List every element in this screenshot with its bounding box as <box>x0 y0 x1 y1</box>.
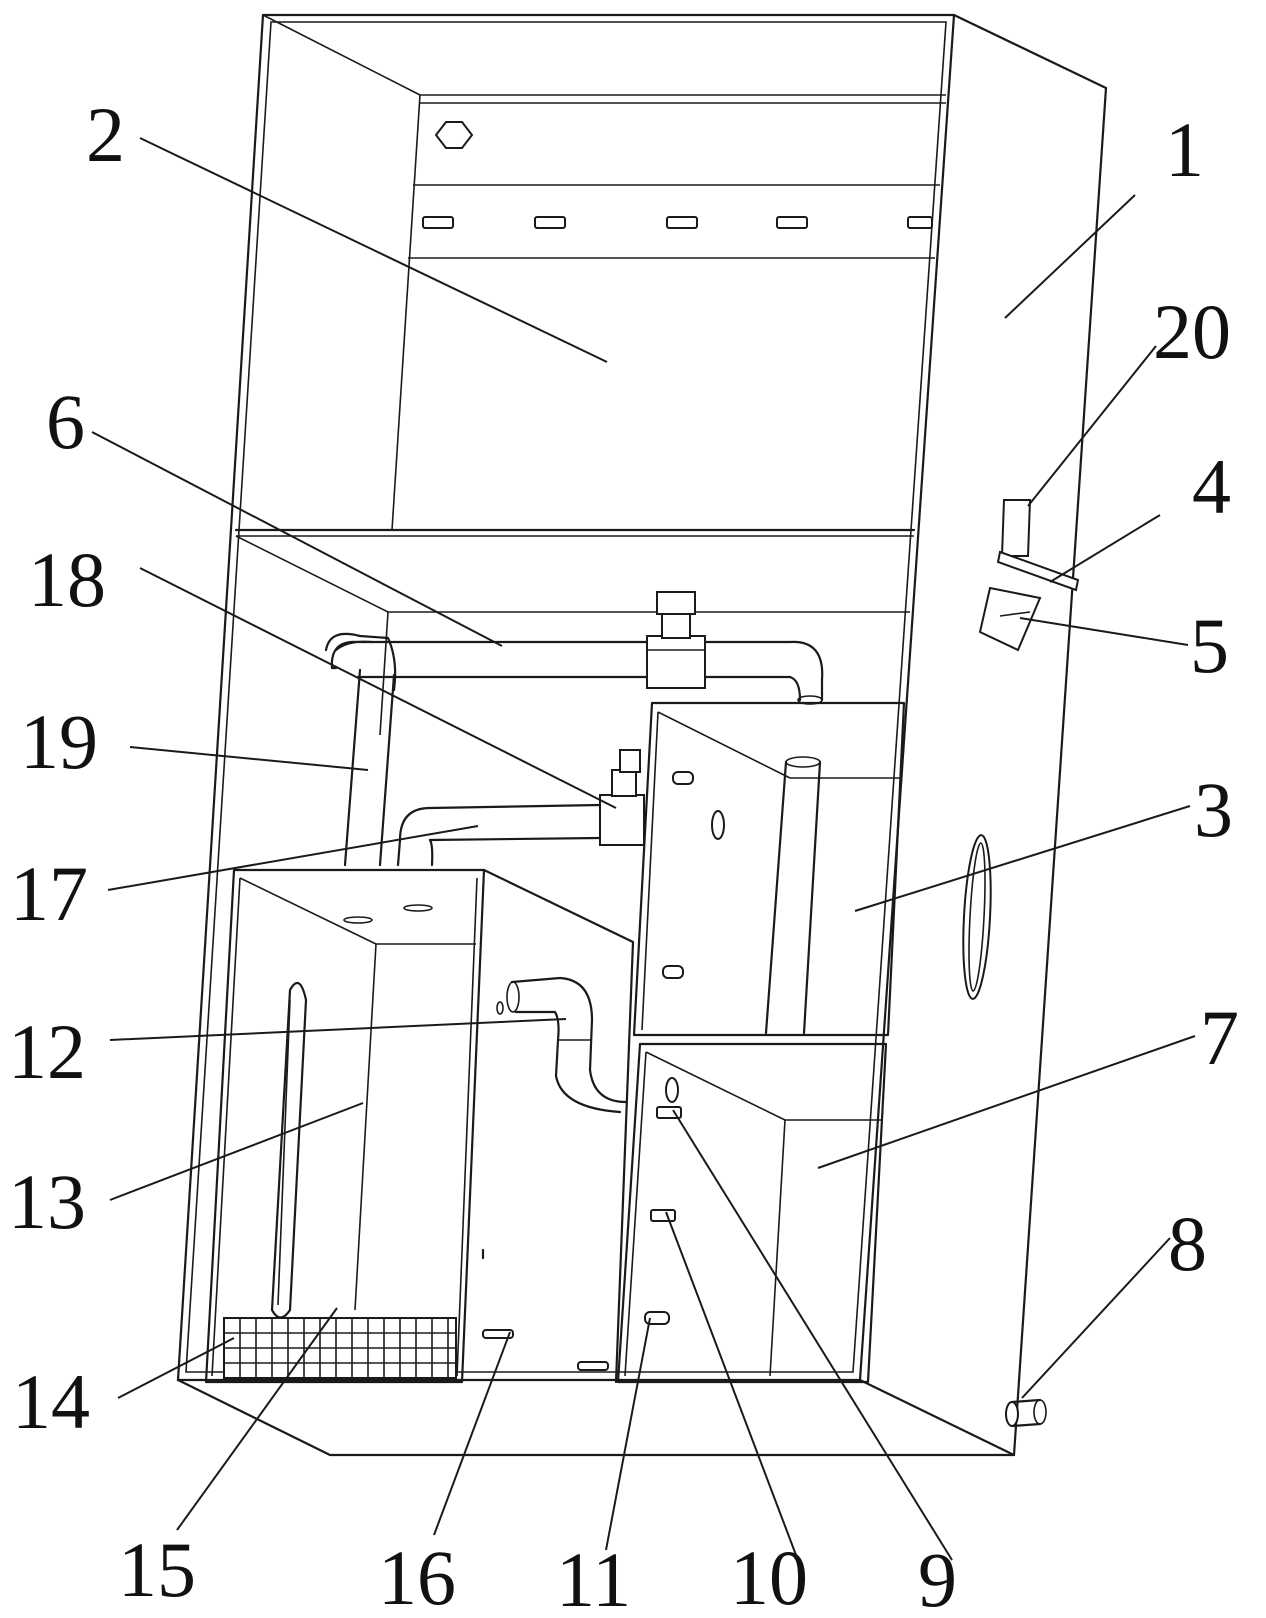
tank-3 <box>632 701 906 1037</box>
lower-pipe <box>396 749 645 867</box>
label-18: 18 <box>28 536 106 623</box>
vent-slot <box>776 216 808 229</box>
side-window <box>962 834 992 1000</box>
leader-lines <box>91 137 1196 1561</box>
label-7: 7 <box>1200 994 1239 1081</box>
label-9: 9 <box>918 1536 957 1618</box>
label-11: 11 <box>556 1536 631 1618</box>
upper-chamber <box>391 94 940 531</box>
label-5: 5 <box>1190 602 1229 689</box>
label-14: 14 <box>12 1358 90 1445</box>
label-8: 8 <box>1168 1200 1207 1287</box>
label-20: 20 <box>1153 288 1231 375</box>
label-6: 6 <box>46 378 85 465</box>
side-fittings <box>978 499 1080 652</box>
label-2: 2 <box>86 91 125 178</box>
outlet-pipe <box>1005 1398 1047 1428</box>
cabinet-body <box>176 13 1108 1457</box>
box-7 <box>616 1042 888 1384</box>
label-1: 1 <box>1165 106 1204 193</box>
vent-slot <box>534 216 566 229</box>
label-3: 3 <box>1194 766 1233 853</box>
vent-slot <box>907 216 933 229</box>
label-15: 15 <box>118 1526 196 1613</box>
label-13: 13 <box>8 1158 86 1245</box>
label-10: 10 <box>730 1534 808 1618</box>
hex-bolt-icon <box>434 121 474 149</box>
box-13 <box>204 868 635 1384</box>
elbow-pipe <box>506 976 628 1114</box>
part-labels: 1 2 20 6 4 18 5 19 3 17 7 12 13 8 14 15 … <box>8 91 1239 1618</box>
vent-slot <box>422 216 454 229</box>
label-19: 19 <box>20 698 98 785</box>
label-16: 16 <box>378 1534 456 1618</box>
label-17: 17 <box>10 850 88 937</box>
vent-slot <box>666 216 698 229</box>
upper-pipe <box>324 591 824 705</box>
label-12: 12 <box>8 1008 86 1095</box>
label-4: 4 <box>1192 443 1231 530</box>
valve-body <box>646 635 706 689</box>
middle-shelf <box>234 528 916 736</box>
